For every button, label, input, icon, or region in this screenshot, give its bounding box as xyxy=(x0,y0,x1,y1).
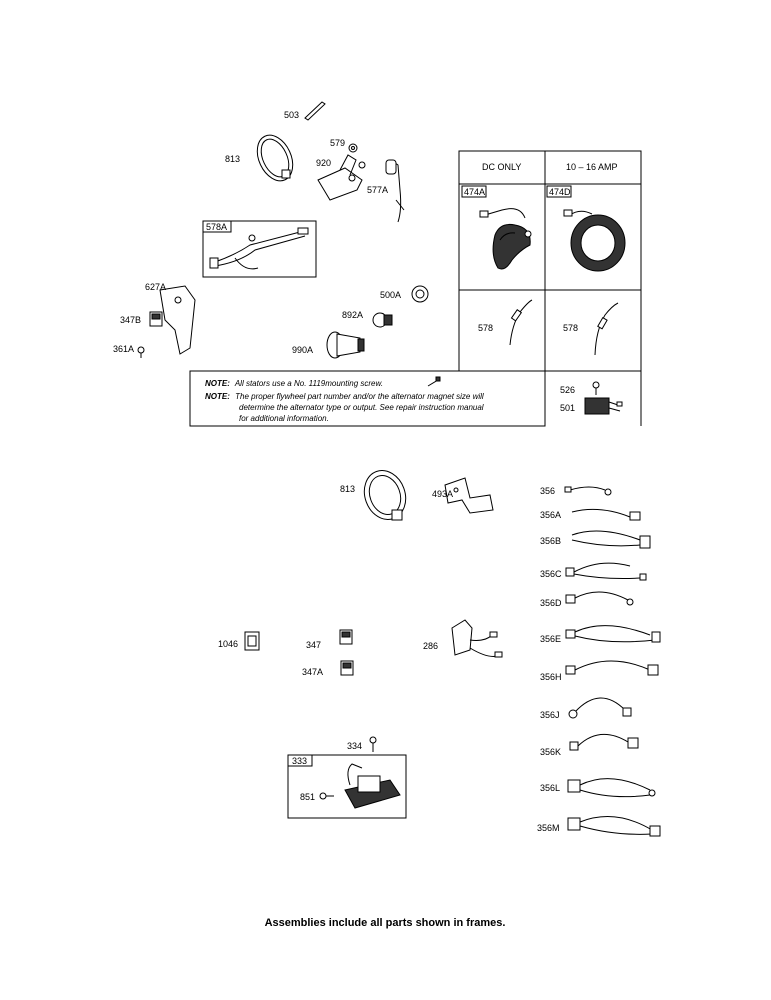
label-577A: 577A xyxy=(367,185,388,195)
part-892A-switch xyxy=(372,312,393,328)
wire-356B xyxy=(571,530,651,549)
part-526-screw xyxy=(592,381,600,395)
wire-356 xyxy=(564,486,612,496)
footer-note: Assemblies include all parts shown in fr… xyxy=(265,917,506,929)
frame-578A-tag xyxy=(202,220,232,233)
label-356K: 356K xyxy=(540,747,561,757)
label-474A: 474A xyxy=(464,187,485,197)
label-1046: 1046 xyxy=(218,639,238,649)
wire-356H xyxy=(565,660,659,676)
note-2-line2: determine the alternator type or output.… xyxy=(239,403,484,412)
table-header-dc-only: DC ONLY xyxy=(482,162,521,172)
label-356: 356 xyxy=(540,486,555,496)
label-578-dc: 578 xyxy=(478,323,493,333)
frame-333-tag xyxy=(287,754,313,767)
stator-table xyxy=(458,150,642,426)
part-347B-switch xyxy=(149,311,163,327)
part-1046-switch xyxy=(244,631,260,651)
part-578A-harness xyxy=(209,227,309,270)
wire-356J xyxy=(568,697,632,719)
part-920-nut xyxy=(358,161,366,169)
table-header-10-16-amp: 10 – 16 AMP xyxy=(566,162,618,172)
note-2-line1: NOTE: The proper flywheel part number an… xyxy=(205,392,484,401)
label-286: 286 xyxy=(423,641,438,651)
frame-333 xyxy=(287,754,407,819)
note-2-text: The proper flywheel part number and/or t… xyxy=(235,392,484,401)
part-503-strip xyxy=(304,101,326,121)
part-501-rectifier xyxy=(584,397,623,415)
label-990A: 990A xyxy=(292,345,313,355)
label-579: 579 xyxy=(330,138,345,148)
label-356J: 356J xyxy=(540,710,560,720)
label-347A: 347A xyxy=(302,667,323,677)
frame-474A-tag xyxy=(461,185,487,198)
part-578-lead-amp xyxy=(594,302,619,356)
label-356H: 356H xyxy=(540,672,562,682)
note-2-line3: for additional information. xyxy=(239,414,329,423)
note-1-prefix: NOTE: xyxy=(205,379,230,388)
part-627A-plate xyxy=(159,285,196,355)
part-578-lead-dc xyxy=(509,299,533,346)
label-500A: 500A xyxy=(380,290,401,300)
part-347-switch xyxy=(339,629,353,645)
part-990A-knob xyxy=(326,331,365,359)
part-474D-stator xyxy=(563,209,626,272)
wire-356E xyxy=(565,625,661,643)
label-526: 526 xyxy=(560,385,575,395)
part-333-armature xyxy=(344,763,401,809)
label-920: 920 xyxy=(316,158,331,168)
label-813-top: 813 xyxy=(225,154,240,164)
part-334-screw xyxy=(369,736,377,752)
part-347A-switch xyxy=(340,660,354,676)
label-356D: 356D xyxy=(540,598,562,608)
frame-474D-tag xyxy=(546,185,572,198)
label-493A: 493A xyxy=(432,489,453,499)
wire-356L xyxy=(567,778,656,798)
part-286-module xyxy=(451,619,503,658)
wire-356M xyxy=(567,816,661,837)
note-1-text: All stators use a No. 1119mounting screw… xyxy=(234,379,383,388)
wire-356A xyxy=(571,508,641,521)
label-501: 501 xyxy=(560,403,575,413)
part-813-clamp xyxy=(256,134,294,182)
label-813-lower: 813 xyxy=(340,484,355,494)
label-334: 334 xyxy=(347,741,362,751)
notes-frame xyxy=(189,370,546,427)
frame-578A xyxy=(202,220,317,278)
label-892A: 892A xyxy=(342,310,363,320)
part-920-bracket xyxy=(317,154,363,201)
label-356L: 356L xyxy=(540,783,560,793)
label-474D: 474D xyxy=(549,187,571,197)
part-361A-screw xyxy=(137,346,145,358)
part-500A-washer xyxy=(411,285,429,303)
part-813-clamp-lower xyxy=(363,470,407,521)
note-2-prefix: NOTE: xyxy=(205,392,230,401)
part-577A-lead xyxy=(385,159,405,223)
note-1: NOTE: All stators use a No. 1119mounting… xyxy=(205,379,383,388)
label-356B: 356B xyxy=(540,536,561,546)
label-356E: 356E xyxy=(540,634,561,644)
part-851-screw xyxy=(319,792,334,800)
label-356A: 356A xyxy=(540,510,561,520)
label-851: 851 xyxy=(300,792,315,802)
label-503: 503 xyxy=(284,110,299,120)
label-356C: 356C xyxy=(540,569,562,579)
label-627A: 627A xyxy=(145,282,166,292)
wire-356K xyxy=(569,734,639,751)
wire-356D xyxy=(565,591,634,606)
wire-356C xyxy=(565,562,647,581)
label-578-amp: 578 xyxy=(563,323,578,333)
label-347: 347 xyxy=(306,640,321,650)
part-474A-stator xyxy=(479,208,532,270)
label-356M: 356M xyxy=(537,823,560,833)
label-361A: 361A xyxy=(113,344,134,354)
part-579-nut xyxy=(348,143,358,153)
mounting-screw-icon xyxy=(427,376,441,387)
label-578A: 578A xyxy=(206,222,227,232)
label-347B: 347B xyxy=(120,315,141,325)
part-493A-bracket xyxy=(444,477,494,514)
label-333: 333 xyxy=(292,756,307,766)
